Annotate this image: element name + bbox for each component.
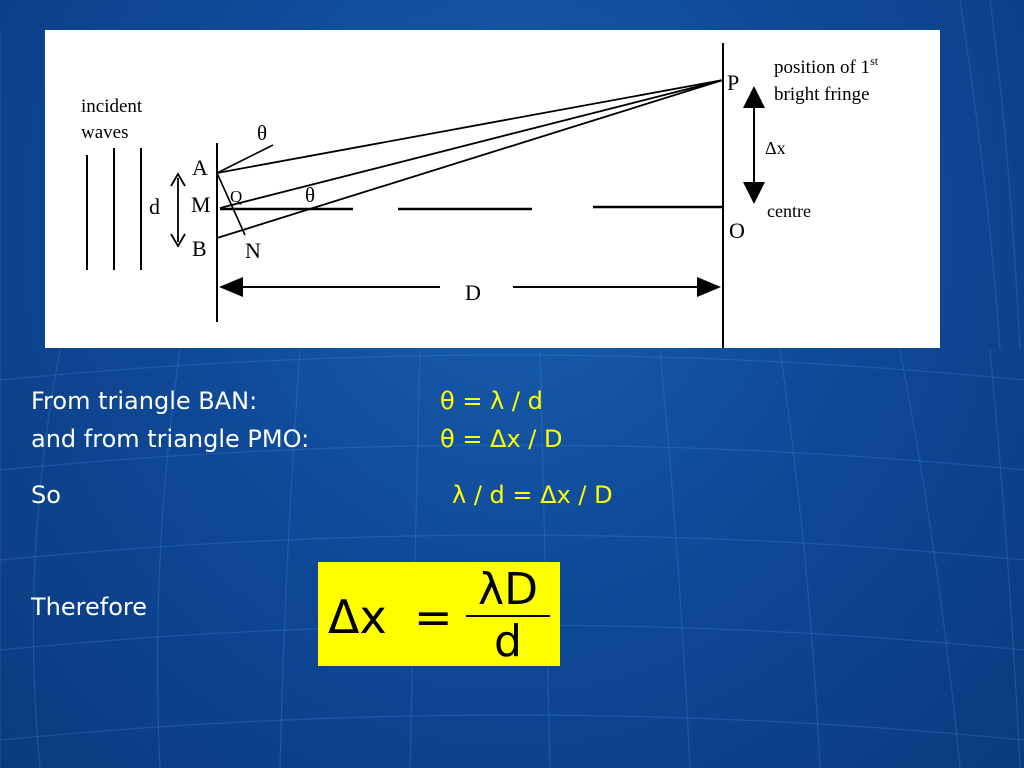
theta-mid-label: θ	[305, 183, 315, 207]
theta-top-label: θ	[257, 121, 267, 145]
fringe-label-line1: position of 1st	[774, 54, 879, 78]
theta-lambda-equation: θ = λ / d	[440, 387, 543, 415]
theta-deltax-equation: θ = Δx / D	[440, 425, 563, 453]
fringe-label-line2: bright fringe	[774, 84, 870, 105]
centre-label: centre	[767, 201, 811, 221]
triangle-pmo-label: and from triangle PMO:	[31, 425, 310, 453]
formula-equals: =	[414, 590, 453, 644]
incident-label: incident	[81, 96, 143, 117]
point-b-label: B	[192, 236, 207, 261]
point-o-label: O	[729, 218, 745, 243]
formula-lhs: Δx	[328, 590, 387, 644]
incident-wavefronts	[86, 148, 142, 270]
theta-ray-line	[216, 144, 274, 174]
point-a-label: A	[192, 155, 208, 180]
waves-label: waves	[81, 122, 128, 143]
rays-to-p	[216, 79, 724, 239]
d-label: d	[149, 194, 160, 219]
triangle-ban-label: From triangle BAN:	[31, 387, 258, 415]
formula-denominator: d	[494, 616, 522, 667]
formula-numerator: λD	[478, 564, 538, 615]
combined-equation: λ / d = Δx / D	[452, 481, 613, 509]
fraction-bar	[466, 615, 550, 617]
central-axis	[220, 205, 723, 211]
distance-d-label: D	[465, 280, 481, 305]
delta-x-label: Δx	[765, 138, 786, 158]
double-slit-diagram: incident waves d A M B Q N θ θ	[45, 30, 940, 348]
point-m-label: M	[191, 192, 211, 217]
so-label: So	[31, 481, 61, 509]
point-n-label: N	[245, 238, 261, 263]
fringe-spacing-formula: Δx = λD d	[318, 562, 560, 667]
therefore-label: Therefore	[31, 593, 147, 621]
point-p-label: P	[727, 70, 739, 95]
point-q-label: Q	[230, 187, 242, 206]
perpendicular-an	[216, 172, 246, 236]
